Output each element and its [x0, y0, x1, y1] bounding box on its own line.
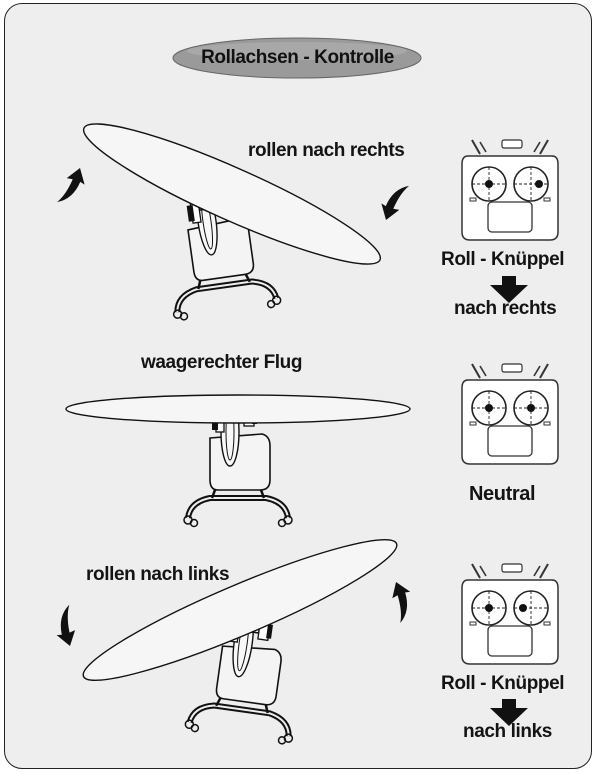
arrow-up-right: [387, 579, 419, 623]
arrow-up-left: [57, 165, 89, 209]
stick-arrow-right-down: [490, 276, 528, 303]
stick-arrow-left-down: [490, 699, 528, 726]
arrow-down-right: [377, 179, 409, 223]
heli-roll-right-illustration: [73, 104, 390, 321]
heli-roll-left-illustration: [74, 521, 407, 746]
arrow-down-left: [50, 605, 80, 649]
transmitter-roll-right: [462, 140, 558, 240]
heli-level-illustration: [66, 395, 410, 527]
transmitter-neutral: [462, 364, 558, 464]
transmitter-roll-left: [462, 564, 558, 664]
